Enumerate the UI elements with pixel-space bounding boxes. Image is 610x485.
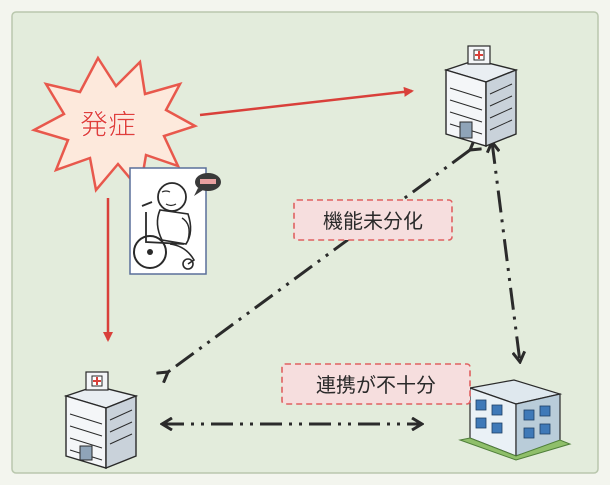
- label-undifferentiated-text: 機能未分化: [323, 209, 423, 233]
- bottom-hospital-icon: [63, 371, 139, 470]
- onset-label: 発症: [80, 108, 136, 141]
- label-insufficient-link-text: 連携が不十分: [316, 373, 436, 397]
- label-insufficient-link: 連携が不十分: [281, 363, 471, 405]
- dashed-link-top-to-clinic: [492, 142, 520, 362]
- arrow-onset-to-top-hospital: [199, 86, 414, 117]
- label-undifferentiated: 機能未分化: [293, 199, 453, 241]
- clinic-building-icon: [458, 379, 572, 461]
- dashed-link-top-to-bottom-left: [168, 150, 470, 372]
- wheelchair-patient-icon: [129, 167, 221, 275]
- onset-starburst: 発症: [30, 55, 199, 193]
- top-hospital-icon: [443, 45, 519, 148]
